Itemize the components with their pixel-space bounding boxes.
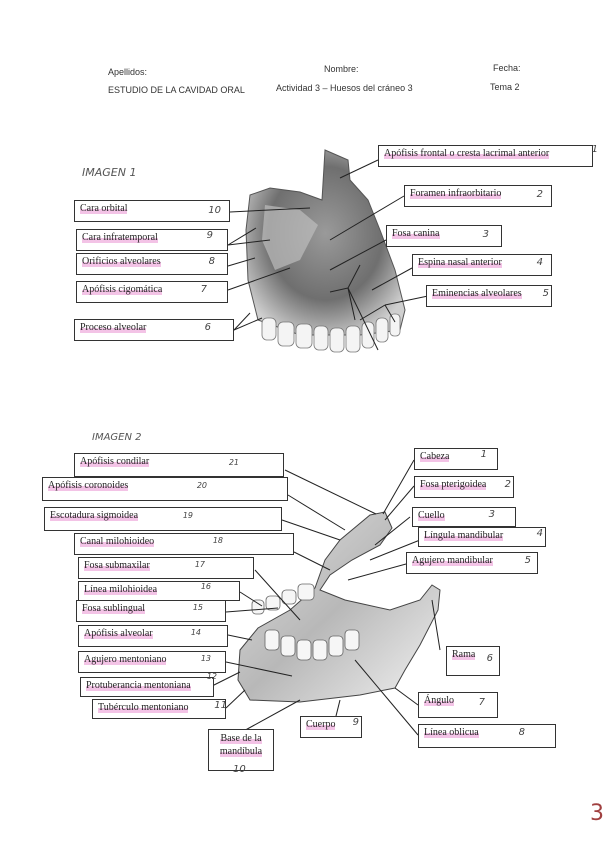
image2-heading: IMAGEN 2 [92,432,142,443]
image1-heading: IMAGEN 1 [82,166,137,179]
apellidos-label: Apellidos: [108,67,148,77]
activity-title: Actividad 3 – Huesos del cráneo 3 [276,83,413,93]
fecha-label: Fecha: [493,63,521,73]
page-number: 3 [590,801,604,826]
nombre-label: Nombre: [324,64,359,74]
label-apofisis-frontal: Apófisis frontal o cresta lacrimal anter… [378,144,598,167]
maxilla-illustration [245,149,406,353]
mandible-illustration [237,511,441,703]
tema-label: Tema 2 [490,82,520,92]
course-title: ESTUDIO DE LA CAVIDAD ORAL [108,85,245,95]
